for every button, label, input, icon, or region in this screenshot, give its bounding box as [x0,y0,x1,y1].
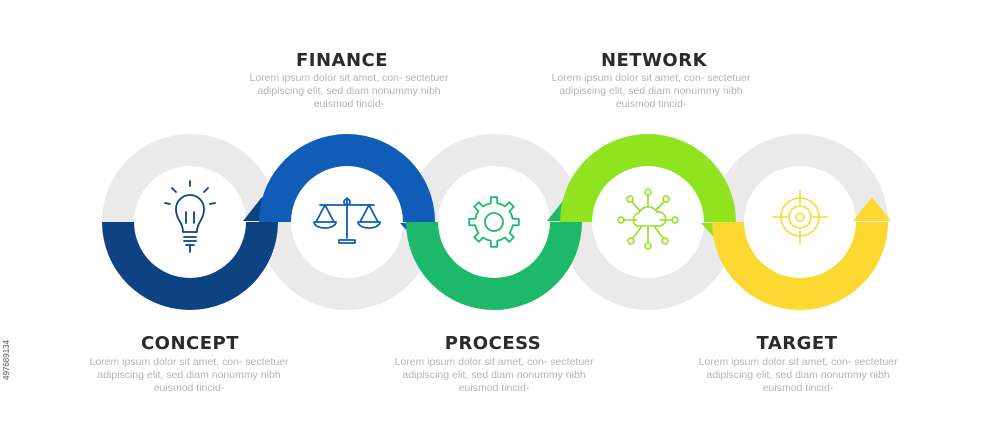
step-title-finance: FINANCE [295,50,389,71]
step-description-finance: Lorem ipsum dolor sit amet, con- sectetu… [249,72,449,110]
arc-network [560,134,736,222]
gear-icon [468,196,520,248]
stock-watermark-id: 497689134 [2,339,11,381]
step-description-target: Lorem ipsum dolor sit amet, con- sectetu… [698,356,898,394]
arrow-arcs [102,134,891,310]
arc-concept [102,222,278,310]
arc-process [406,222,582,310]
step-title-network: NETWORK [600,50,708,71]
target-icon [772,189,828,245]
arc-target [712,222,888,310]
step-description-network: Lorem ipsum dolor sit amet, con- sectetu… [551,72,751,110]
arc-finance [259,134,435,222]
balance-scale-icon [313,197,381,244]
step-title-concept: CONCEPT [140,333,240,354]
lightbulb-icon [164,180,216,253]
arrowhead-target [853,197,891,221]
cloud-network-icon [617,188,679,250]
step-title-target: TARGET [756,333,838,354]
step-description-concept: Lorem ipsum dolor sit amet, con- sectetu… [89,356,289,394]
step-description-process: Lorem ipsum dolor sit amet, con- sectetu… [394,356,594,394]
step-title-process: PROCESS [444,333,542,354]
